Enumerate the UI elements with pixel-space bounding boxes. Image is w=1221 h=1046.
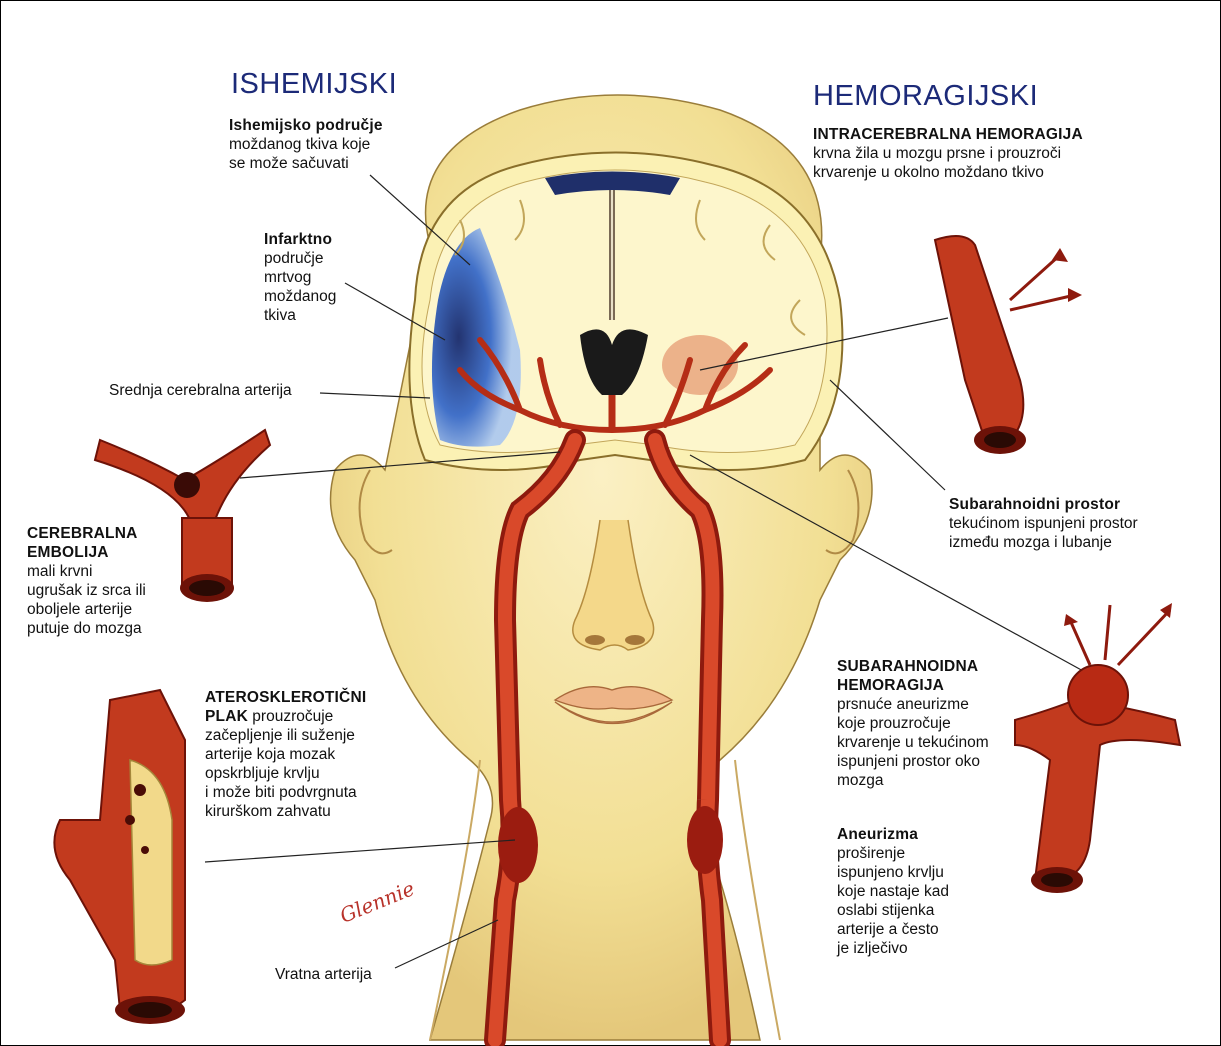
aneurysm-line: proširenje [837, 844, 949, 863]
atherosclerotic-plaque-label: ATEROSKLEROTIČNI PLAK prouzročuje začepl… [205, 688, 366, 821]
plaque-title-suffix: prouzročuje [248, 708, 333, 725]
ischemic-area-line: moždanog tkiva koje [229, 135, 383, 154]
plaque-line: i može biti podvrgnuta [205, 783, 366, 802]
cerebral-embolism-label: CEREBRALNA EMBOLIJA mali krvni ugrušak i… [27, 524, 146, 638]
subarachnoid-space-line: između mozga i lubanje [949, 533, 1138, 552]
subarachnoid-space-line: tekućinom ispunjeni prostor [949, 514, 1138, 533]
subarachnoid-hemorrhage-line: krvarenje u tekućinom [837, 733, 989, 752]
aneurysm-line: koje nastaje kad [837, 882, 949, 901]
subarachnoid-hemorrhage-line: prsnuće aneurizme [837, 695, 989, 714]
subarachnoid-hemorrhage-label: SUBARAHNOIDNA HEMORAGIJA prsnuće aneuriz… [837, 657, 989, 790]
plaque-title: ATEROSKLEROTIČNI [205, 688, 366, 707]
subarachnoid-space-label: Subarahnoidni prostor tekućinom ispunjen… [949, 495, 1138, 552]
subarachnoid-hemorrhage-line: mozga [837, 771, 989, 790]
cerebral-embolism-title: CEREBRALNA [27, 524, 146, 543]
plaque-vessel [54, 690, 185, 1024]
hemorrhage-vessel [935, 236, 1082, 454]
cerebral-embolism-line: putuje do mozga [27, 619, 146, 638]
plaque-line: kirurškom zahvatu [205, 802, 366, 821]
brain-cross-section [409, 153, 842, 471]
subarachnoid-space-title: Subarahnoidni prostor [949, 495, 1138, 514]
ischemic-area-title: Ishemijsko područje [229, 116, 383, 135]
plaque-title: PLAK [205, 708, 248, 725]
infarct-area-label: Infarktno područje mrtvog moždanog tkiva [264, 230, 336, 325]
intracerebral-hemorrhage-title: INTRACEREBRALNA HEMORAGIJA [813, 125, 1083, 144]
subarachnoid-hemorrhage-title: HEMORAGIJA [837, 676, 989, 695]
infarct-area-line: mrtvog [264, 268, 336, 287]
carotid-artery-label: Vratna arterija [275, 965, 372, 984]
cerebral-embolism-line: oboljele arterije [27, 600, 146, 619]
intracerebral-hemorrhage-label: INTRACEREBRALNA HEMORAGIJA krvna žila u … [813, 125, 1083, 182]
cerebral-embolism-line: mali krvni [27, 562, 146, 581]
ischemic-area-label: Ishemijsko područje moždanog tkiva koje … [229, 116, 383, 173]
infarct-area-line: područje [264, 249, 336, 268]
plaque-line: arterije koja mozak [205, 745, 366, 764]
infarct-area-title: Infarktno [264, 230, 336, 249]
ischemic-heading: ISHEMIJSKI [231, 68, 397, 101]
plaque-line: opskrbljuje krvlju [205, 764, 366, 783]
infarct-area-line: tkiva [264, 306, 336, 325]
aneurysm-title: Aneurizma [837, 825, 949, 844]
subarachnoid-hemorrhage-line: ispunjeni prostor oko [837, 752, 989, 771]
aneurysm-line: arterije a često [837, 920, 949, 939]
ischemic-area-line: se može sačuvati [229, 154, 383, 173]
cerebral-embolism-line: ugrušak iz srca ili [27, 581, 146, 600]
aneurysm-label: Aneurizma proširenje ispunjeno krvlju ko… [837, 825, 949, 958]
subarachnoid-hemorrhage-line: koje prouzročuje [837, 714, 989, 733]
plaque-line: začepljenje ili suženje [205, 726, 366, 745]
middle-cerebral-artery-label: Srednja cerebralna arterija [109, 381, 292, 400]
cerebral-embolism-title: EMBOLIJA [27, 543, 146, 562]
aneurysm-line: oslabi stijenka [837, 901, 949, 920]
subarachnoid-hemorrhage-title: SUBARAHNOIDNA [837, 657, 989, 676]
intracerebral-hemorrhage-line: krvarenje u okolno moždano tkivo [813, 163, 1083, 182]
infarct-area-line: moždanog [264, 287, 336, 306]
aneurysm-line: ispunjeno krvlju [837, 863, 949, 882]
aneurysm-line: je izlječivo [837, 939, 949, 958]
plaque-title-line2: PLAK prouzročuje [205, 707, 366, 726]
intracerebral-hemorrhage-line: krvna žila u mozgu prsne i prouzroči [813, 144, 1083, 163]
hemorrhagic-heading: HEMORAGIJSKI [813, 80, 1038, 113]
